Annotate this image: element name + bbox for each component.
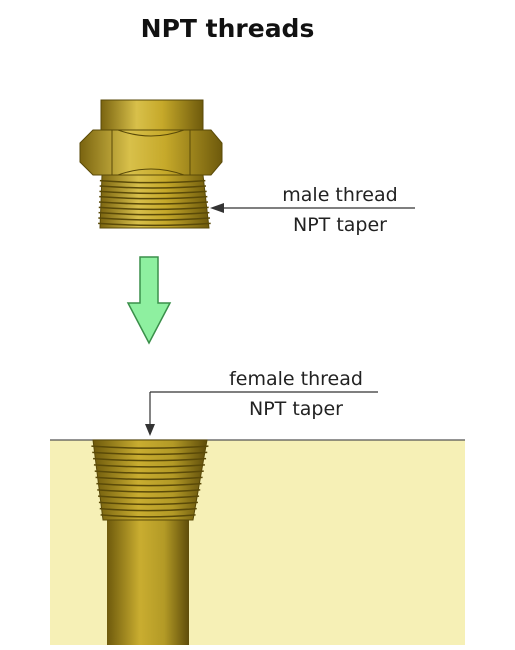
- female-thread-label-line1: female thread: [229, 368, 363, 390]
- thread-ridge: [98, 211, 210, 216]
- thread-ridge: [100, 514, 196, 518]
- bore-hole: [107, 520, 189, 645]
- thread-ridge: [99, 179, 206, 184]
- thread-ridge: [96, 482, 202, 487]
- thread-ridge: [93, 457, 207, 462]
- thread-ridge: [93, 464, 205, 468]
- thread-ridge: [91, 445, 209, 449]
- thread-ridge: [99, 195, 208, 200]
- thread-ridge: [99, 185, 207, 189]
- male-fitting: [79, 99, 223, 229]
- thread-ridge: [98, 217, 211, 221]
- male-thread-ridges: [98, 179, 211, 227]
- down-arrow-icon: [126, 256, 172, 345]
- thread-ridge: [99, 507, 197, 512]
- female-thread-pointer: [145, 391, 378, 436]
- thread-ridge: [97, 489, 201, 493]
- thread-ridge: [98, 222, 211, 227]
- thread-ridge: [98, 495, 200, 499]
- thread-ridge: [94, 470, 204, 474]
- male-thread-label: male thread NPT taper: [240, 180, 440, 240]
- female-thread-ridges: [91, 445, 209, 518]
- male-thread-pointer: [210, 203, 415, 213]
- female-block: [50, 439, 465, 645]
- page-title: NPT threads: [140, 14, 315, 43]
- female-thread-label: female thread NPT taper: [196, 364, 396, 424]
- male-thread-label-line2: NPT taper: [293, 214, 387, 236]
- female-thread-label-line2: NPT taper: [249, 398, 343, 420]
- thread-ridge: [92, 451, 208, 456]
- thread-ridge: [98, 501, 198, 506]
- thread-ridge: [98, 206, 209, 211]
- male-thread-label-line1: male thread: [282, 184, 398, 206]
- thread-ridge: [98, 201, 209, 205]
- fitting-collar: [100, 99, 204, 131]
- hex-nut: [79, 129, 223, 176]
- thread-ridge: [95, 476, 203, 481]
- thread-ridge: [99, 190, 207, 195]
